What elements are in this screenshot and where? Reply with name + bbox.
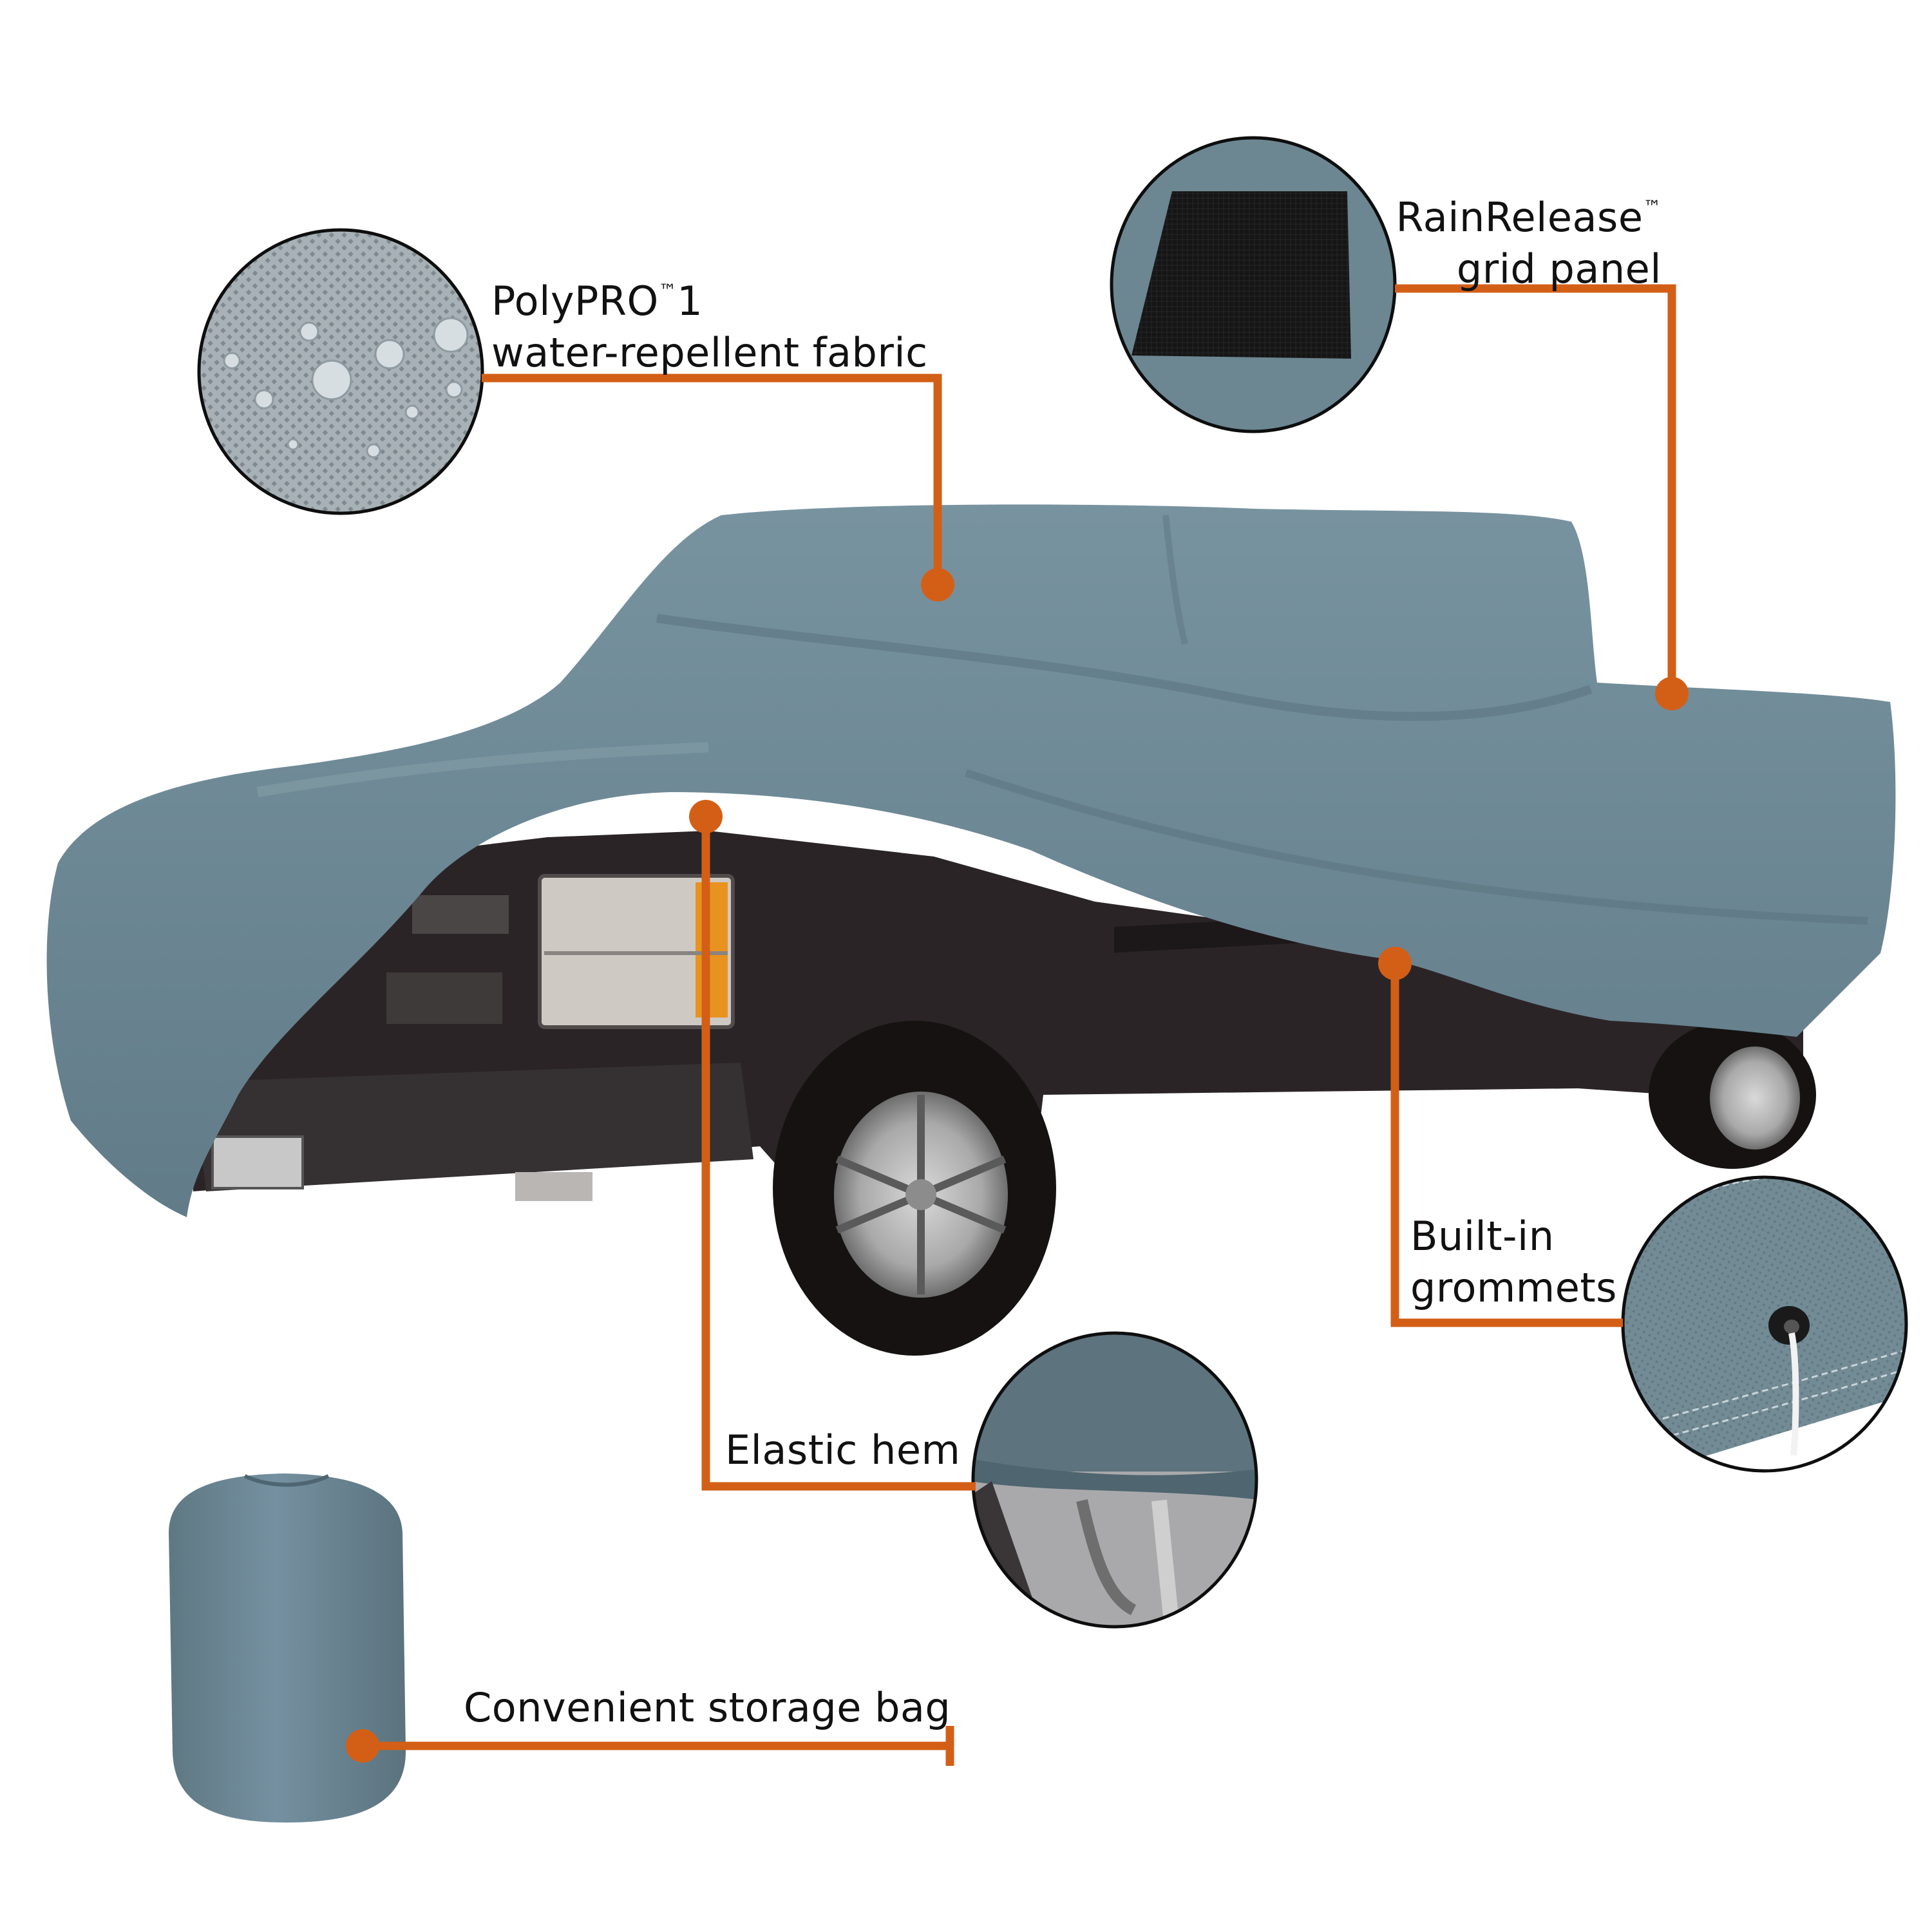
- grommets-leader: [1390, 963, 1623, 1327]
- storage-bag-label: Convenient storage bag: [464, 1684, 951, 1731]
- polypro-dot: [921, 568, 954, 601]
- rainrelease-label-line1: RainRelease™: [1396, 194, 1662, 241]
- rainrelease-mesh-inset: [1110, 136, 1397, 433]
- rainrelease-dot: [1655, 677, 1689, 710]
- elastic-hem-inset: [971, 1331, 1258, 1629]
- rainrelease-leader: [1395, 284, 1676, 693]
- truck-cover: [46, 504, 1896, 1218]
- callout-dots: [346, 568, 1689, 1763]
- polypro-label: PolyPRO™1 water-repellent fabric: [491, 265, 928, 379]
- rainrelease-label: RainRelease™ grid panel: [1385, 182, 1662, 295]
- callout-lines: [363, 284, 1676, 1766]
- polypro-leader: [482, 374, 942, 583]
- pickup-truck: [187, 831, 1816, 1356]
- rainrelease-label-line2: grid panel: [1456, 245, 1662, 292]
- storage-bag: [169, 1473, 406, 1823]
- water-droplets-icon: [223, 317, 469, 459]
- grommets-label: Built-in grommets: [1410, 1213, 1617, 1311]
- elastic-leader: [701, 817, 976, 1491]
- elastic-dot: [689, 800, 723, 833]
- polypro-label-line1: PolyPRO™1: [491, 278, 703, 325]
- grommets-dot: [1378, 947, 1412, 980]
- storage-dot: [346, 1729, 379, 1763]
- polypro-fabric-inset: [197, 228, 484, 515]
- grommet-inset: [1621, 1175, 1908, 1473]
- polypro-label-line2: water-repellent fabric: [491, 329, 928, 376]
- elastic-hem-label: Elastic hem: [725, 1426, 961, 1473]
